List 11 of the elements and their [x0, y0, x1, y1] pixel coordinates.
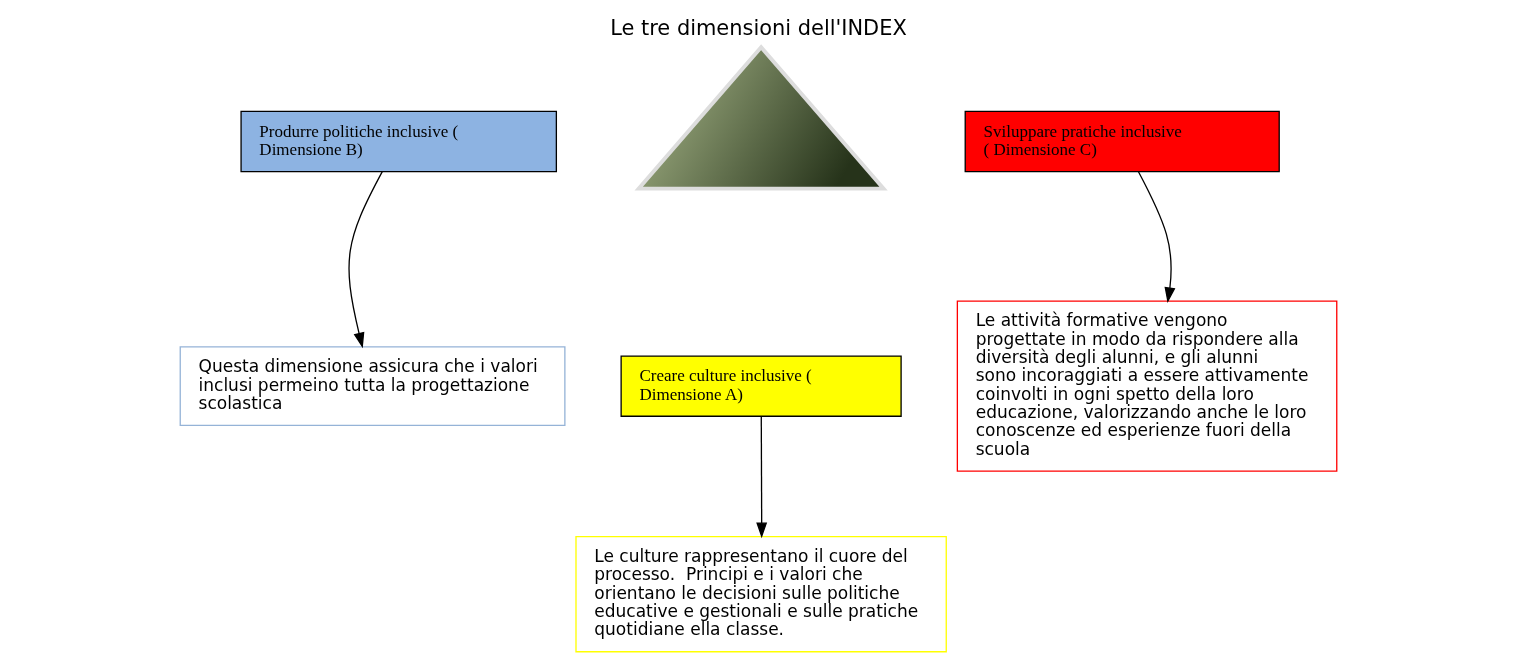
- node-box: Questa dimensione assicura che i valori inclusi permeino tutta la progettazione scolastica: [179, 346, 566, 427]
- node-box: Produrre politiche inclusive ( Dimensione B): [239, 110, 557, 173]
- node-box: Sviluppare pratiche inclusive ( Dimensione C): [964, 110, 1280, 173]
- node-box: Creare culture inclusive ( Dimensione A): [619, 355, 902, 417]
- arrow: [755, 415, 767, 539]
- node-box: Le culture rappresentano il cuore del processo. Principi e i valori che orientano le decisioni sulle politiche educative e gestionali e sulle pratiche quotidiane ella classe.: [574, 535, 947, 653]
- arrow: [347, 171, 383, 349]
- arrow: [1137, 171, 1175, 304]
- node-box: Le attività formative vengono progettate in modo da rispondere alla diversità degli alunni, e gli alunni sono incoraggiati a essere attivamente coinvolti in ogni spetto della loro educazione, valorizzando anche le loro conoscenze ed esperienze fuori della scuola: [956, 300, 1337, 472]
- diagram-title: Le tre dimensioni dell'INDEX: [609, 16, 907, 41]
- node-triangle: [634, 44, 888, 191]
